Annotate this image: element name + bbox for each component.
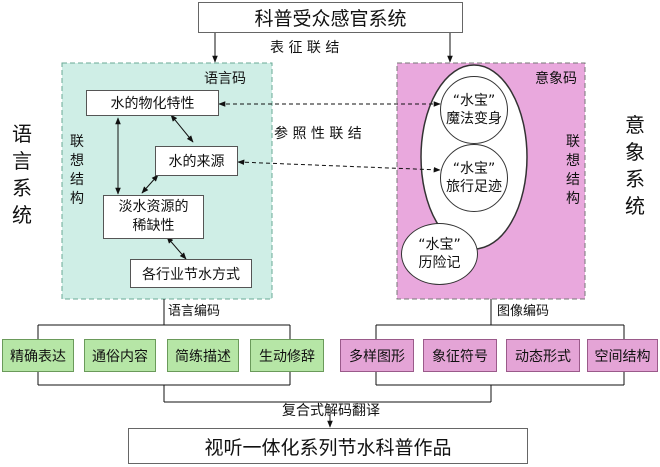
travel-footprint-oval: “水宝” 旅行足迹: [440, 144, 508, 212]
magic-transform-text: “水宝” 魔法变身: [446, 92, 502, 127]
adventure-oval: “水宝” 历险记: [401, 223, 478, 285]
water-physicochemical-text: 水的物化特性: [110, 96, 195, 112]
left-method-4: 生动修辞: [250, 339, 324, 372]
industry-saving-box: 各行业节水方式: [130, 259, 252, 288]
left-method-3: 简练描述: [167, 339, 239, 372]
language-code-label: 语言码: [204, 71, 246, 87]
language-encoding-label: 语言编码: [168, 304, 221, 319]
right-method-3: 动态形式: [506, 339, 580, 372]
final-work-title: 视听一体化系列节水科普作品: [204, 436, 452, 459]
right-method-2-text: 象征符号: [432, 348, 488, 365]
left-method-1: 精确表达: [2, 339, 74, 372]
image-code-label: 意象码: [535, 71, 577, 87]
right-method-3-text: 动态形式: [515, 348, 571, 365]
image-encoding-label: 图像编码: [497, 304, 550, 319]
freshwater-scarcity-box: 淡水资源的 稀缺性: [103, 195, 204, 239]
freshwater-scarcity-text: 淡水资源的 稀缺性: [118, 199, 189, 234]
left-association-label: 联想结构: [70, 134, 84, 207]
left-method-2-text: 通俗内容: [92, 348, 148, 365]
audience-sensory-system-box: 科普受众感官系统: [198, 2, 463, 33]
adventure-text: “水宝” 历险记: [418, 236, 461, 271]
right-method-2: 象征符号: [423, 339, 497, 372]
reference-link-label: 参 照 性 联 结: [274, 126, 362, 142]
right-method-1: 多样图形: [340, 339, 414, 372]
left-method-3-text: 简练描述: [175, 348, 231, 365]
right-method-4: 空间结构: [587, 339, 658, 372]
travel-footprint-text: “水宝” 旅行足迹: [446, 160, 502, 195]
left-method-1-text: 精确表达: [10, 348, 66, 365]
image-system-label: 意象系统: [625, 113, 645, 218]
representation-link-label: 表 征 联 结: [270, 40, 340, 56]
left-method-4-text: 生动修辞: [259, 348, 315, 365]
right-association-label: 联想结构: [566, 134, 580, 207]
water-source-box: 水的来源: [155, 146, 238, 176]
right-method-1-text: 多样图形: [349, 348, 405, 365]
water-physicochemical-box: 水的物化特性: [86, 90, 219, 116]
industry-saving-text: 各行业节水方式: [142, 266, 240, 283]
top-title: 科普受众感官系统: [254, 8, 407, 30]
final-work-box: 视听一体化系列节水科普作品: [128, 428, 528, 464]
water-source-text: 水的来源: [168, 154, 225, 170]
right-method-4-text: 空间结构: [594, 348, 651, 365]
left-method-2: 通俗内容: [84, 339, 156, 372]
compound-decode-label: 复合式解码翻译: [282, 403, 380, 419]
language-system-label: 语言系统: [12, 122, 32, 227]
magic-transform-oval: “水宝” 魔法变身: [440, 76, 508, 144]
